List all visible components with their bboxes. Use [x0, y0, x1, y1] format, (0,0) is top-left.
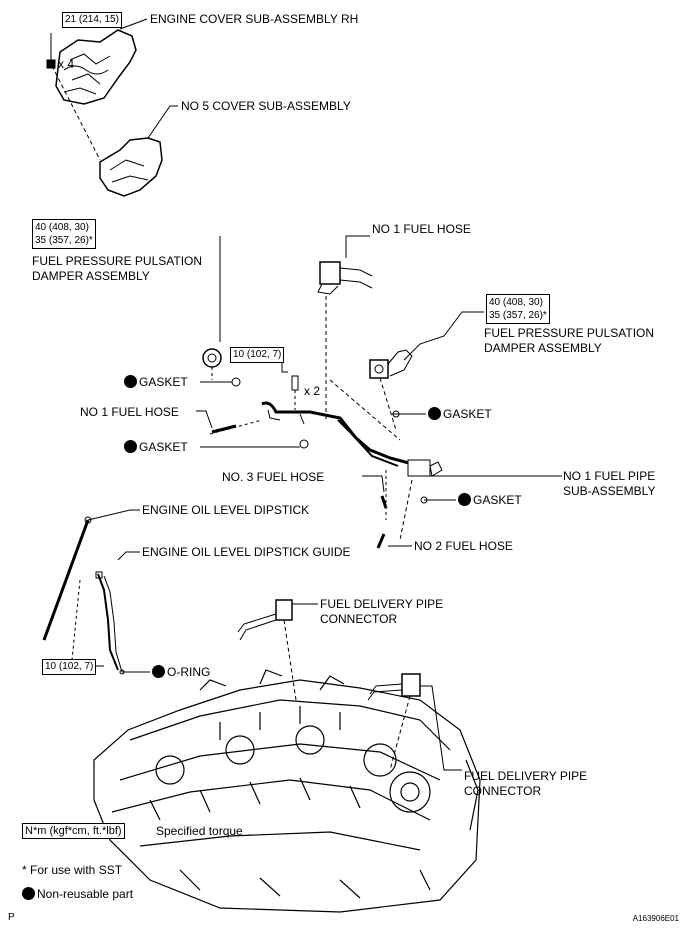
damper-right-torque-b: 35 (357, 26)* — [489, 310, 547, 321]
no5-cover-label: NO 5 COVER SUB-ASSEMBLY — [181, 99, 351, 113]
footer-figure-id: A163906E01 — [632, 914, 679, 923]
gasket-label-3: GASKET — [428, 407, 492, 422]
engine-cover-part — [55, 29, 137, 105]
fdp-connector-1-label-1: FUEL DELIVERY PIPE — [320, 597, 444, 611]
damper-left-torque-b: 35 (357, 26)* — [35, 235, 93, 246]
damper-right-torque-a: 40 (408, 30) — [489, 297, 543, 308]
dipstick-guide-torque-box: 10 (102, 7) — [42, 659, 97, 675]
gasket-text-4: GASKET — [473, 493, 522, 507]
cover-bolt — [46, 33, 56, 69]
damper-left-torque-box: 40 (408, 30) 35 (357, 26)* — [32, 219, 96, 249]
no3-fuel-hose-label: NO. 3 FUEL HOSE — [222, 470, 325, 484]
damper-right-torque-box: 40 (408, 30) 35 (357, 26)* — [486, 294, 550, 324]
fdp-connector-1-label-2: CONNECTOR — [320, 612, 398, 626]
legend-torque-desc: Specified torque — [156, 824, 243, 838]
no1-fuel-pipe-label-2: SUB-ASSEMBLY — [563, 484, 656, 498]
damper-left-label-1: FUEL PRESSURE PULSATION — [32, 254, 203, 268]
legend-nonreusable-text: Non-reusable part — [37, 887, 134, 901]
damper-left-torque-a: 40 (408, 30) — [35, 222, 89, 233]
cover-torque-box: 21 (214, 15) — [62, 12, 122, 28]
damper-left-label-2: DAMPER ASSEMBLY — [32, 269, 150, 283]
nonreusable-dot-icon — [152, 665, 165, 678]
gasket-text-1: GASKET — [139, 375, 188, 389]
dipstick-part — [42, 516, 92, 641]
no1-fuel-hose-top-label: NO 1 FUEL HOSE — [372, 222, 471, 236]
no1-fuel-pipe-part — [261, 401, 443, 477]
gasket-text-2: GASKET — [139, 440, 188, 454]
oring-label: O-RING — [152, 665, 210, 680]
nonreusable-dot-icon — [124, 440, 137, 453]
nonreusable-dot-icon — [458, 493, 471, 506]
fdp-connector-2-part — [367, 673, 421, 701]
cover-bolt-qty: x 4 — [58, 57, 75, 71]
oring-text: O-RING — [167, 665, 211, 679]
damper-right-label-1: FUEL PRESSURE PULSATION — [484, 326, 655, 340]
no5-cover-part — [99, 137, 163, 197]
nonreusable-dot-icon — [22, 887, 35, 900]
nonreusable-dot-icon — [428, 407, 441, 420]
dipstick-guide-label: ENGINE OIL LEVEL DIPSTICK GUIDE — [142, 545, 351, 559]
legend-sst-note: * For use with SST — [22, 863, 123, 877]
footer-left: P — [8, 912, 15, 923]
no1-fuel-pipe-label-1: NO 1 FUEL PIPE — [563, 469, 656, 483]
right-damper-part — [369, 349, 413, 379]
no1-fuel-hose-top-part — [317, 261, 373, 295]
no1-fuel-hose-mid-label: NO 1 FUEL HOSE — [80, 405, 179, 419]
engine-cover-label: ENGINE COVER SUB-ASSEMBLY RH — [150, 12, 359, 26]
legend-nonreusable: Non-reusable part — [22, 887, 133, 902]
pipe-bolt-torque-box: 10 (102, 7) — [230, 347, 285, 363]
nonreusable-dot-icon — [124, 375, 137, 388]
engine-block — [93, 669, 481, 913]
dipstick-guide-part — [95, 571, 123, 673]
damper-right-label-2: DAMPER ASSEMBLY — [484, 341, 602, 355]
fdp-connector-2-label-2: CONNECTOR — [464, 784, 542, 798]
gasket-text-3: GASKET — [443, 407, 492, 421]
fdp-connector-2-label-1: FUEL DELIVERY PIPE — [464, 769, 588, 783]
fdp-connector-1-part — [237, 599, 293, 641]
dipstick-label: ENGINE OIL LEVEL DIPSTICK — [142, 503, 310, 517]
pipe-bolt-qty: x 2 — [304, 384, 321, 398]
legend-torque-box: N*m (kgf*cm, ft.*lbf) — [22, 823, 125, 839]
gasket-label-2: GASKET — [124, 440, 188, 455]
gasket-label-4: GASKET — [458, 493, 522, 508]
gasket-label-1: GASKET — [124, 375, 188, 390]
no2-fuel-hose-label: NO 2 FUEL HOSE — [414, 539, 513, 553]
